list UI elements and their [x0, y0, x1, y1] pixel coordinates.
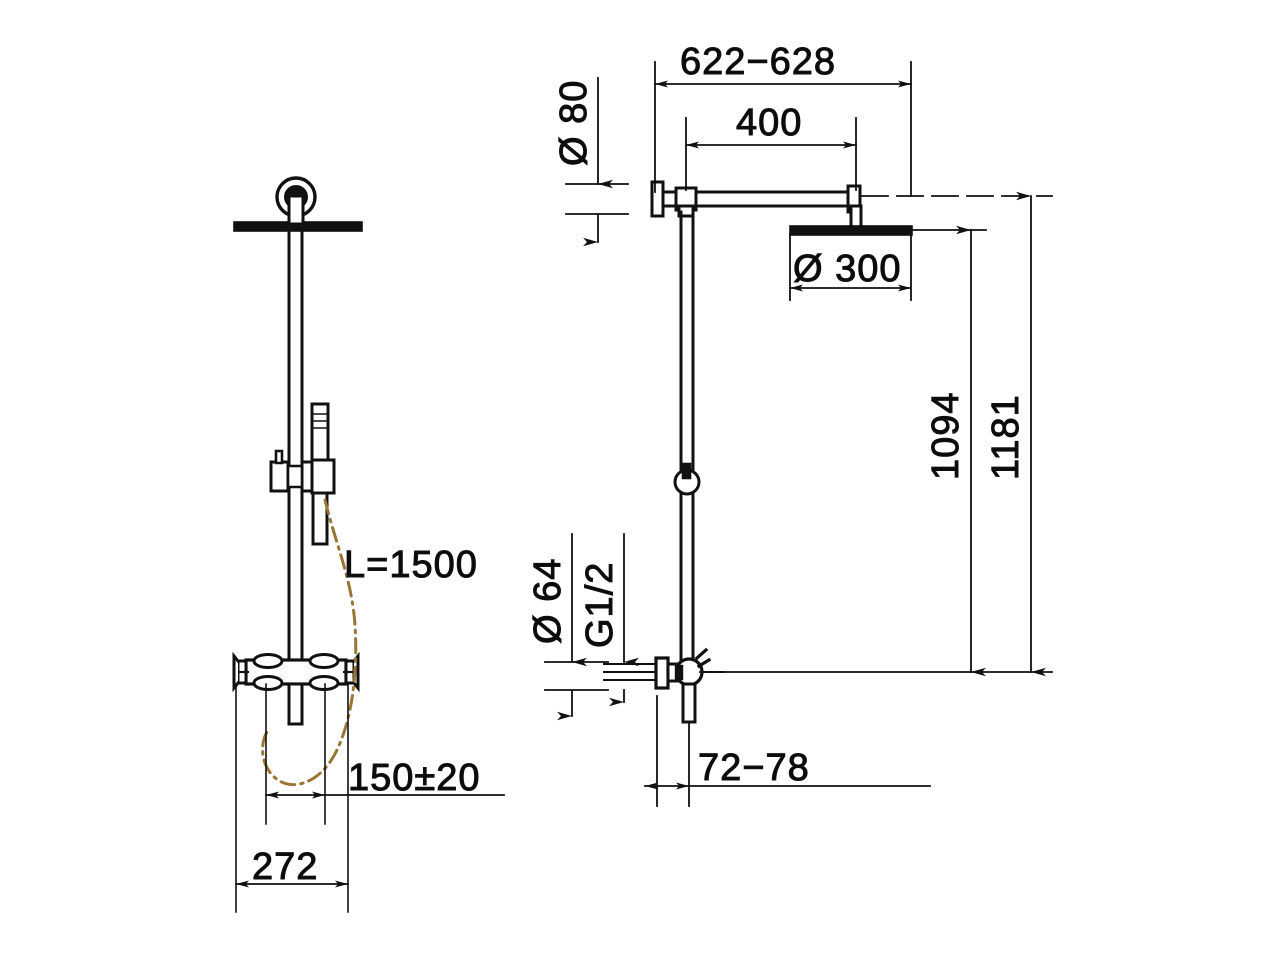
dimension-arm-projection — [685, 117, 857, 191]
dimension-wall-to-head-center — [654, 61, 912, 197]
side-riser-pipe — [679, 210, 695, 674]
dimension-mixer-depth — [644, 695, 931, 807]
dimension-label-d300: Ø 300 — [793, 248, 902, 290]
dimension-label-72-78: 72−78 — [698, 747, 810, 789]
dimension-label-150: 150±20 — [348, 757, 481, 799]
dimension-label-272: 272 — [252, 846, 318, 888]
front-riser-pipe — [287, 229, 304, 662]
side-overhead-shower-head — [789, 225, 913, 236]
side-slider-holder — [673, 462, 701, 496]
side-shower-arm — [674, 184, 863, 230]
dimension-arm-flange-diameter — [565, 77, 629, 247]
front-shower-hose — [261, 498, 358, 787]
dimension-inlet-flange-diameter — [544, 533, 609, 721]
front-overhead-shower-head — [233, 176, 363, 232]
dimension-label-622-628: 622−628 — [680, 41, 836, 83]
note-hose-length: L=1500 — [344, 544, 478, 586]
dimension-label-d80: Ø 80 — [553, 80, 595, 166]
front-view: 150±20 272 L=1500 — [232, 176, 505, 913]
front-extension-lines — [235, 683, 349, 913]
dimension-label-1094: 1094 — [925, 391, 967, 480]
front-hand-shower-holder — [269, 449, 336, 495]
note-label-g12: G1/2 — [579, 562, 621, 648]
dimension-label-1181: 1181 — [985, 394, 1027, 480]
dimension-head-diameter — [789, 233, 912, 301]
front-thermostatic-mixer — [232, 651, 360, 726]
dimension-label-400: 400 — [736, 102, 802, 144]
side-view: Ø 80 622−628 400 Ø 300 — [527, 41, 1053, 807]
dimension-label-d64: Ø 64 — [527, 558, 569, 644]
